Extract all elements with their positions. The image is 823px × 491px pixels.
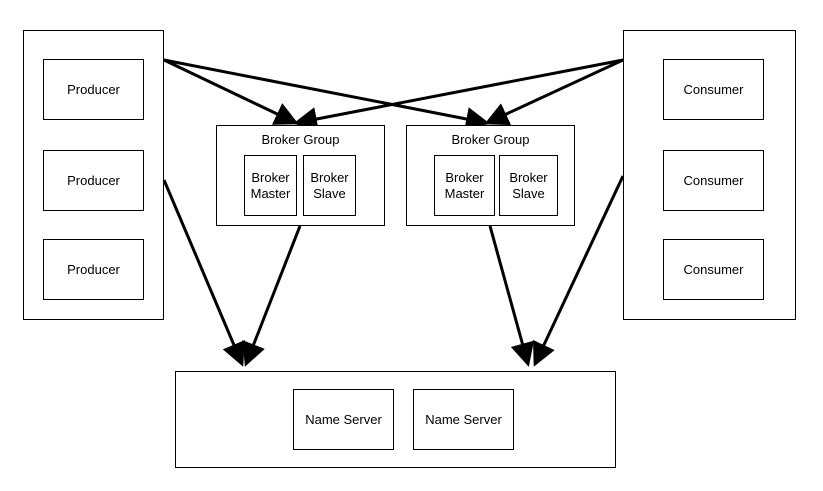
- consumer-node-3[interactable]: Consumer: [663, 239, 764, 300]
- arrow-broker-group-2-to-name-servers: [488, 225, 534, 367]
- producer-label: Producer: [67, 81, 120, 97]
- consumer-label: Consumer: [683, 81, 744, 97]
- arrow-producers-to-broker-group-1: [163, 58, 299, 125]
- name-server-cluster: [175, 371, 616, 468]
- consumer-label: Consumer: [683, 172, 744, 188]
- broker-master-label: Broker Master: [444, 169, 485, 201]
- broker-group-title: Broker Group: [261, 132, 340, 147]
- broker-slave-label: Broker Slave: [509, 169, 548, 201]
- consumer-node-1[interactable]: Consumer: [663, 59, 764, 120]
- producer-node-1[interactable]: Producer: [43, 59, 144, 120]
- broker-slave-label: Broker Slave: [310, 169, 349, 201]
- name-server-label: Name Server: [305, 411, 382, 427]
- arrow-broker-group-1-to-name-servers: [242, 225, 302, 367]
- arrow-consumers-to-broker-group-1: [293, 58, 624, 131]
- broker-group-title: Broker Group: [451, 132, 530, 147]
- broker-master-1[interactable]: Broker Master: [244, 155, 297, 216]
- name-server-node-2[interactable]: Name Server: [413, 389, 514, 450]
- broker-slave-1[interactable]: Broker Slave: [303, 155, 356, 216]
- consumer-label: Consumer: [683, 261, 744, 277]
- consumer-node-2[interactable]: Consumer: [663, 150, 764, 211]
- producer-label: Producer: [67, 261, 120, 277]
- arrow-producers-to-broker-group-2: [163, 58, 490, 131]
- producer-node-3[interactable]: Producer: [43, 239, 144, 300]
- producer-node-2[interactable]: Producer: [43, 150, 144, 211]
- broker-slave-2[interactable]: Broker Slave: [499, 155, 558, 216]
- broker-group-1[interactable]: Broker Group: [216, 125, 385, 226]
- broker-master-2[interactable]: Broker Master: [434, 155, 495, 216]
- name-server-node-1[interactable]: Name Server: [293, 389, 394, 450]
- arrow-consumers-to-broker-group-2: [484, 58, 624, 126]
- name-server-label: Name Server: [425, 411, 502, 427]
- producer-label: Producer: [67, 172, 120, 188]
- broker-master-label: Broker Master: [250, 169, 291, 201]
